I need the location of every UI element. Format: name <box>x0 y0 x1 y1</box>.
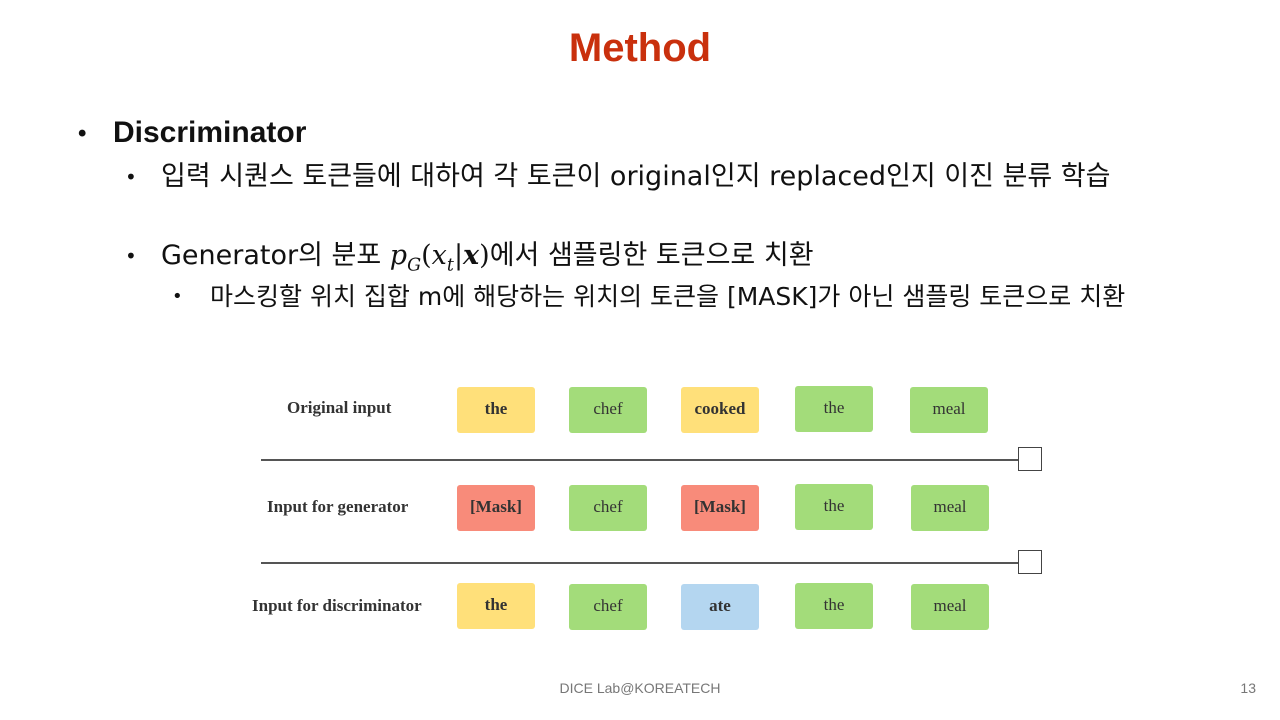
bullet-dot: • <box>172 286 183 307</box>
row-label-original: Original input <box>287 398 392 417</box>
bullet-generator-sampling: • Generator의 분포 pG(xt|x)에서 샘플링한 토큰으로 치환 <box>125 239 1185 282</box>
token-discriminator-4: the <box>795 583 873 629</box>
token-original-3: cooked <box>681 387 759 433</box>
bullet-text: 입력 시퀀스 토큰들에 대하여 각 토큰이 original인지 replace… <box>161 161 1111 192</box>
token-generator-1: [Mask] <box>457 485 535 531</box>
token-discriminator-5: meal <box>911 584 989 630</box>
token-generator-4: the <box>795 484 873 530</box>
bullet-dot: • <box>125 165 137 189</box>
row-label-discriminator: Input for discriminator <box>252 596 422 615</box>
token-discriminator-2: chef <box>569 584 647 630</box>
bullet-text: 마스킹할 위치 집합 m에 해당하는 위치의 토큰을 [MASK]가 아닌 샘플… <box>210 282 1126 311</box>
separator-box <box>1018 447 1042 471</box>
bullet-text-pre: Generator의 분포 <box>161 240 390 271</box>
footer-lab-name: DICE Lab@KOREATECH <box>559 680 721 696</box>
page-number: 13 <box>1240 680 1256 696</box>
token-original-5: meal <box>910 387 988 433</box>
bullet-text-post: 에서 샘플링한 토큰으로 치환 <box>489 240 814 271</box>
token-discriminator-3: ate <box>681 584 759 630</box>
separator-line <box>261 562 1019 564</box>
separator-box <box>1018 550 1042 574</box>
token-generator-5: meal <box>911 485 989 531</box>
slide-title: Method <box>568 26 712 70</box>
token-original-2: chef <box>569 387 647 433</box>
bullet-mask-replacement: • 마스킹할 위치 집합 m에 해당하는 위치의 토큰을 [MASK]가 아닌 … <box>172 281 1202 313</box>
bullet-text: Generator의 분포 pG(xt|x)에서 샘플링한 토큰으로 치환 <box>161 239 1185 282</box>
bullet-discriminator: • Discriminator <box>78 116 1228 150</box>
bullet-dot: • <box>78 120 87 147</box>
token-original-1: the <box>457 387 535 433</box>
generator-distribution-formula: pG(xt|x) <box>389 240 490 276</box>
bullet-dot: • <box>125 244 137 268</box>
token-discriminator-1: the <box>457 583 535 629</box>
token-generator-2: chef <box>569 485 647 531</box>
bullet-binary-classification: • 입력 시퀀스 토큰들에 대하여 각 토큰이 original인지 repla… <box>125 160 1185 194</box>
row-label-generator: Input for generator <box>267 497 409 516</box>
token-generator-3: [Mask] <box>681 485 759 531</box>
bullet-text: Discriminator <box>113 116 307 149</box>
separator-line <box>261 459 1019 461</box>
token-original-4: the <box>795 386 873 432</box>
